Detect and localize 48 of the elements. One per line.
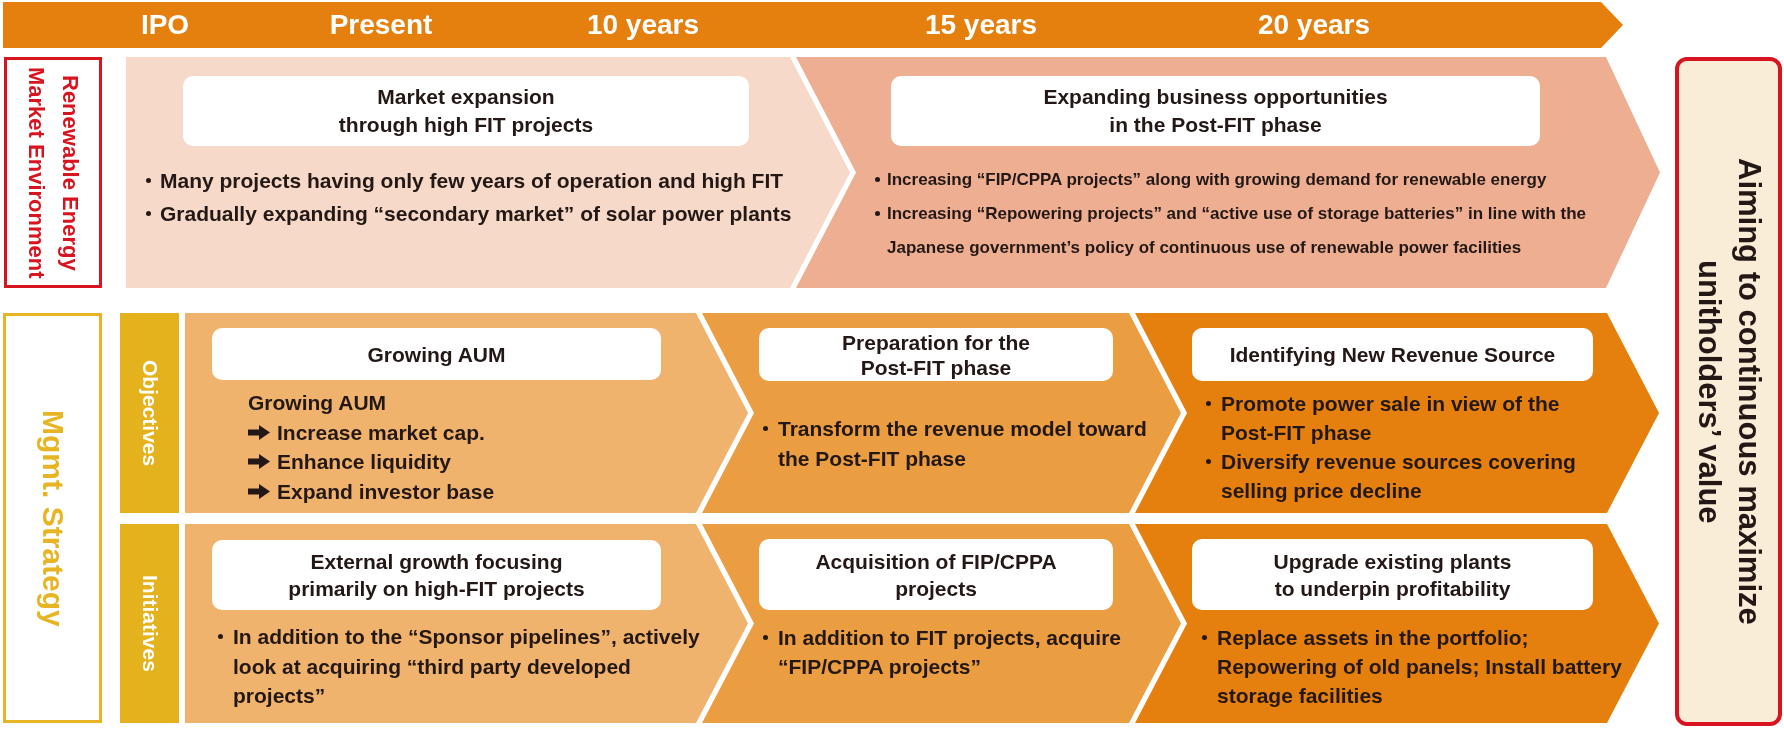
title-card (1192, 328, 1593, 381)
category-label: Renewable Energy Market Environment (23, 65, 84, 281)
card-title: External growth focusing primarily on high-FIT projects (287, 549, 586, 602)
title-card (891, 76, 1540, 146)
bullet-text: In addition to FIT projects, acquire “FIP/CPPA projects” (762, 623, 1160, 681)
card-title: Market expansion through high FIT projects (337, 84, 595, 138)
bullet-text: Replace assets in the portfolio; Repowering of old panels; Install battery storage facilities (1201, 623, 1631, 710)
list-item-text: Enhance liquidity (277, 449, 451, 475)
row-tab-label: Objectives (137, 359, 163, 467)
timeline-label: 10 years (586, 8, 700, 42)
card-title: Acquisition of FIP/CPPA projects (814, 548, 1058, 602)
row-tab (120, 313, 179, 513)
bullet-text: Gradually expanding “secondary market” of solar power plants (145, 197, 792, 230)
stage-band (185, 524, 748, 723)
card-title: Growing AUM (367, 341, 506, 367)
body-text: Growing AUM (248, 390, 387, 416)
card-title: Preparation for the Post-FIT phase (841, 329, 1031, 380)
category-frame (3, 313, 102, 723)
bullet-text: Many projects having only few years of operation and high FIT (145, 164, 784, 197)
goal-text: Aiming to continuous maximize unitholders’ value (1690, 157, 1768, 627)
timeline-label: 20 years (1257, 8, 1371, 42)
title-card (759, 328, 1113, 381)
card-title: Expanding business opportunities in the Post-FIT phase (1042, 84, 1389, 138)
row-tab (120, 524, 179, 723)
bullet-text: Diversify revenue sources covering selling price decline (1205, 447, 1605, 505)
bullet-text: In addition to the “Sponsor pipelines”, actively look at acquiring “third party developed projects” (217, 622, 717, 711)
card-title: Identifying New Revenue Source (1229, 342, 1556, 367)
card-title: Upgrade existing plants to underpin profitability (1272, 548, 1513, 602)
list-item-text: Expand investor base (277, 478, 495, 505)
timeline-label: Present (329, 8, 433, 42)
timeline-label: 15 years (924, 8, 1038, 42)
stage-band (185, 313, 748, 513)
category-label: Mgmt. Strategy (35, 409, 71, 627)
timeline-label: IPO (140, 8, 190, 42)
bullet-text: Increasing “FIP/CPPA projects” along with growing demand for renewable energy (874, 163, 1547, 197)
title-card (212, 328, 661, 380)
title-card (183, 76, 749, 146)
category-frame (4, 57, 102, 288)
list-item-text: Increase market cap. (277, 419, 485, 446)
stage-band (126, 57, 850, 288)
bullet-text: Transform the revenue model toward the Post-FIT phase (762, 414, 1160, 473)
title-card (1192, 539, 1593, 610)
row-tab-label: Initiatives (137, 575, 163, 672)
bullet-text: Promote power sale in view of the Post-FIT phase (1205, 389, 1605, 447)
goal-box (1675, 57, 1782, 726)
title-card (212, 540, 661, 610)
bullet-text: Increasing “Repowering projects” and “active use of storage batteries” in line with the Japanese government’s policy of continuous use of renewable power facilities (874, 197, 1604, 265)
title-card (759, 539, 1113, 610)
